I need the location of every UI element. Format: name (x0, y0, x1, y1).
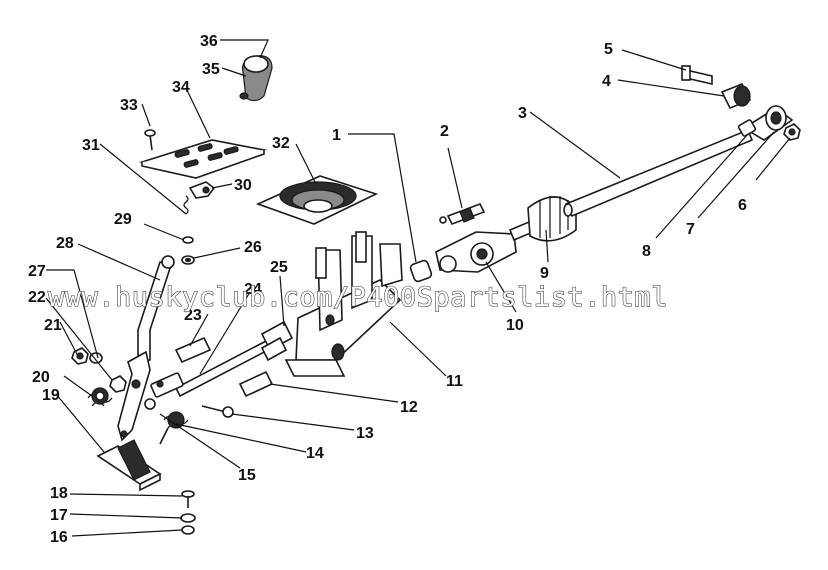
callout-30: 30 (234, 177, 252, 194)
pivot-pin (238, 370, 274, 398)
callout-34: 34 (172, 79, 190, 96)
coupling (720, 82, 752, 110)
callout-16: 16 (50, 529, 68, 546)
return-spring (87, 387, 113, 407)
detent-spring (144, 398, 189, 445)
callout-19: 19 (42, 387, 60, 404)
callout-8: 8 (642, 243, 651, 260)
callout-10: 10 (506, 317, 524, 334)
callout-21: 21 (44, 317, 62, 334)
bracket (96, 439, 162, 492)
gate-plate (138, 139, 268, 179)
callout-18: 18 (50, 485, 68, 502)
callout-35: 35 (202, 61, 220, 78)
universal-joint (435, 231, 517, 273)
screw (144, 129, 156, 151)
small-spring (183, 195, 189, 215)
bottom-nut (181, 525, 195, 535)
callout-2: 2 (440, 123, 449, 140)
leader-lines (45, 39, 791, 537)
watermark-url: www.huskyclub.com/P400Spartslist.html (48, 282, 668, 313)
bushing (409, 259, 433, 283)
bottom-washer (180, 513, 196, 523)
callout-23: 23 (184, 307, 202, 324)
washer (181, 255, 195, 265)
callout-13: 13 (356, 425, 374, 442)
rubber-boot (255, 175, 379, 225)
callout-labels: 36 35 34 33 31 30 32 29 26 28 27 22 21 2… (28, 33, 747, 546)
shift-knob (239, 55, 273, 102)
boot-rod (508, 196, 577, 242)
callout-24: 24 (244, 281, 262, 298)
callout-26: 26 (244, 239, 262, 256)
callout-1: 1 (332, 127, 341, 144)
callout-36: 36 (200, 33, 218, 50)
callout-14: 14 (306, 445, 324, 462)
shift-lever (117, 255, 175, 442)
callout-3: 3 (518, 105, 527, 122)
callout-32: 32 (272, 135, 290, 152)
long-shaft (563, 128, 754, 218)
shaft-yoke (737, 105, 794, 141)
callout-20: 20 (32, 369, 50, 386)
callout-12: 12 (400, 399, 418, 416)
callout-29: 29 (114, 211, 132, 228)
sleeve (260, 320, 294, 362)
callout-31: 31 (82, 137, 100, 154)
callout-11: 11 (446, 373, 463, 390)
nut (783, 123, 801, 141)
nut-left-2 (109, 375, 127, 393)
long-bolt (201, 405, 234, 418)
callout-9: 9 (540, 265, 549, 282)
pin (439, 202, 486, 226)
clip (188, 181, 216, 199)
callout-7: 7 (686, 221, 695, 238)
washer-small (182, 236, 194, 244)
bolt (681, 65, 713, 86)
callout-4: 4 (602, 73, 611, 90)
callout-22: 22 (28, 289, 46, 306)
callout-28: 28 (56, 235, 74, 252)
callout-15: 15 (238, 467, 256, 484)
callout-6: 6 (738, 197, 747, 214)
selector-rod (150, 336, 274, 398)
gearshift-housing (284, 231, 403, 377)
bottom-bolt (181, 490, 195, 508)
callout-5: 5 (604, 41, 613, 58)
callout-17: 17 (50, 507, 68, 524)
callout-27: 27 (28, 263, 46, 280)
callout-25: 25 (270, 259, 288, 276)
callout-33: 33 (120, 97, 138, 114)
